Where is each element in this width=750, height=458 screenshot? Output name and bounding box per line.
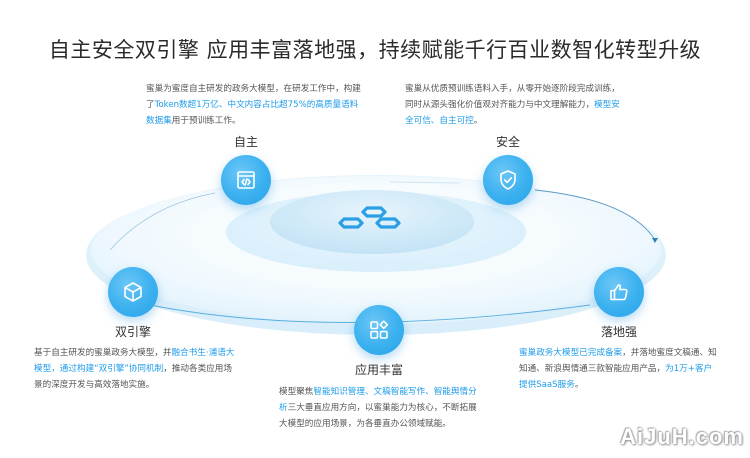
- rich-apps-description: 模型聚焦智能知识管理、文稿智能写作、智能舆情分析三大垂直应用方向，以蜜巢能力为核…: [279, 387, 477, 429]
- rich-apps-node[interactable]: [354, 305, 404, 355]
- hexagon-cluster-icon: [336, 206, 412, 236]
- security-label: 安全: [495, 135, 520, 149]
- autonomous-description: 蜜巢为蜜度自主研发的政务大模型，在研发工作中，构建了Token数超1万亿、中文内…: [146, 84, 361, 126]
- rich-apps-label: 应用丰富: [354, 363, 403, 377]
- shield-check-icon: [500, 170, 516, 190]
- autonomous-node[interactable]: [221, 155, 271, 205]
- landing-node[interactable]: [594, 267, 644, 317]
- dual-engine-node[interactable]: [108, 267, 158, 317]
- page-title: 自主安全双引擎 应用丰富落地强，持续赋能千行百业数智化转型升级: [48, 38, 702, 62]
- watermark: AiJuH.com: [620, 424, 744, 449]
- security-node[interactable]: [483, 155, 533, 205]
- landing-description: 蜜巢政务大模型已完成备案，并落地蜜度文稿通、知知通、新浪舆情通三款智能应用产品，…: [519, 348, 717, 390]
- landing-label: 落地强: [600, 325, 637, 339]
- security-description: 蜜巢从优质预训练语料入手，从零开始逐阶段完成训练，同时从源头强化价值观对齐能力与…: [405, 84, 620, 126]
- dual-engine-description: 基于自主研发的蜜巢政务大模型，并融合书生·浦语大模型，通过构建“双引擎”协同机制…: [34, 348, 235, 390]
- apps-grid-icon: [370, 320, 389, 339]
- code-window-icon: [237, 171, 255, 189]
- thumbs-up-icon: [610, 284, 628, 301]
- dual-engine-label: 双引擎: [114, 325, 151, 339]
- autonomous-label: 自主: [233, 135, 258, 149]
- cube-icon: [124, 282, 142, 302]
